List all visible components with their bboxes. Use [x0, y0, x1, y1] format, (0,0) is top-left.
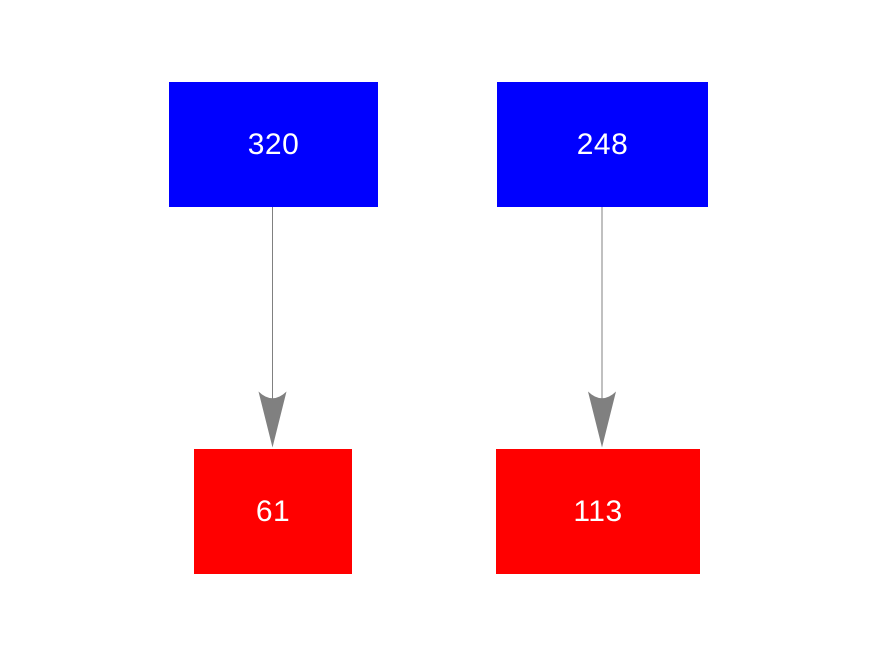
- node-source-320[interactable]: 320: [169, 82, 378, 207]
- arrowhead-icon: [588, 391, 616, 448]
- node-label: 320: [247, 127, 300, 161]
- edge-blue2-red2: [588, 207, 616, 448]
- node-label: 61: [255, 494, 291, 528]
- node-target-61[interactable]: 61: [194, 449, 352, 574]
- node-label: 113: [573, 494, 623, 528]
- node-target-113[interactable]: 113: [496, 449, 700, 574]
- arrowhead-icon: [258, 391, 287, 448]
- node-source-248[interactable]: 248: [497, 82, 708, 207]
- node-label: 248: [576, 127, 629, 161]
- edge-blue1-red1: [258, 207, 287, 448]
